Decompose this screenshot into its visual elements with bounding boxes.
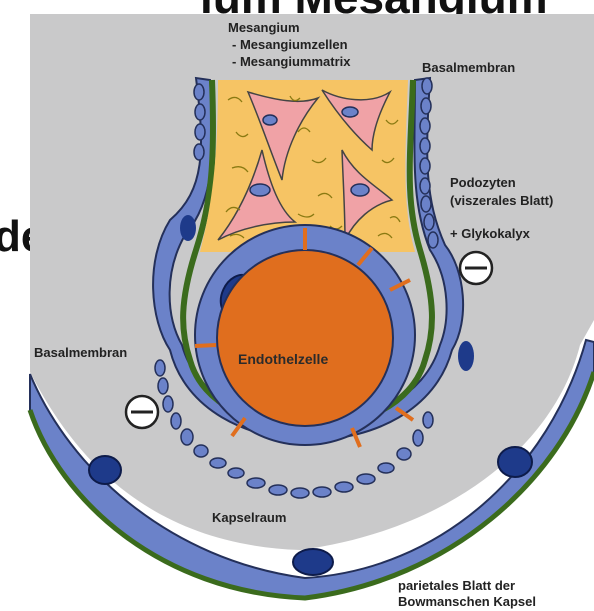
podocyte-nucleus xyxy=(458,341,474,371)
label-capsule-space: Kapselraum xyxy=(212,510,286,525)
minus-circle-icon xyxy=(126,396,158,428)
label-visceral-layer: (viszerales Blatt) xyxy=(450,193,553,208)
label-glycocalyx: + Glykokalyx xyxy=(450,226,531,241)
label-podocytes: Podozyten xyxy=(450,175,516,190)
label-mesangium: Mesangium xyxy=(228,20,300,35)
parietal-nucleus xyxy=(89,456,121,484)
label-basement-membrane-top: Basalmembran xyxy=(422,60,515,75)
podocyte-nucleus xyxy=(180,215,196,241)
label-parietal-layer: parietales Blatt der xyxy=(398,578,515,593)
label-basement-membrane-left: Basalmembran xyxy=(34,345,127,360)
label-mesangium-cells: - Mesangiumzellen xyxy=(232,37,348,52)
parietal-nucleus xyxy=(498,447,532,477)
capillary-lumen xyxy=(217,250,393,426)
label-mesangium-matrix: - Mesangiummatrix xyxy=(232,54,351,69)
parietal-nucleus xyxy=(293,549,333,575)
minus-circle-icon xyxy=(460,252,492,284)
label-endothelial-cell: Endothelzelle xyxy=(238,351,328,367)
label-bowman-capsule: Bowmanschen Kapsel xyxy=(398,594,536,609)
